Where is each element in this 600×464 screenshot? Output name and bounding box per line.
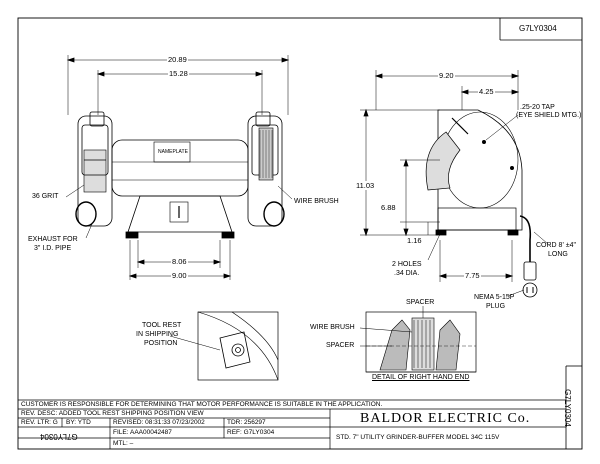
- label-tap-line1: .25-20 TAP: [520, 104, 555, 111]
- label-wire-brush-front: WIRE BRUSH: [294, 198, 339, 205]
- rev-ltr: REV. LTR: G: [21, 419, 58, 426]
- label-36-grit: 36 GRIT: [32, 193, 59, 200]
- label-nema-line1: NEMA 5-15P: [474, 294, 515, 301]
- ref-number: REF: G7LY0304: [227, 429, 275, 436]
- revised-date: REVISED: 08:31:33 07/23/2002: [113, 419, 205, 426]
- dim-6-88: 6.88: [380, 203, 397, 212]
- tool-rest-detail: [169, 311, 279, 381]
- rev-by: BY: YTD: [66, 419, 91, 426]
- dim-shaft-length: 15.28: [168, 69, 189, 78]
- tdr-number: TDR: 256297: [227, 419, 266, 426]
- tool-rest-line3: POSITION: [144, 340, 178, 347]
- dim-base-width: 9.00: [171, 271, 188, 280]
- label-exhaust-line1: EXHAUST FOR: [28, 236, 78, 243]
- label-holes-line1: 2 HOLES: [392, 261, 422, 268]
- right-hand-end-detail: [359, 306, 477, 373]
- label-cord-line1: CORD 8' ±4": [536, 242, 576, 249]
- material: MTL: –: [113, 440, 134, 447]
- dim-1-16: 1.16: [406, 236, 423, 245]
- front-view: [65, 55, 293, 280]
- dim-overall-width: 20.89: [167, 55, 188, 64]
- detail-caption: DETAIL OF RIGHT HAND END: [372, 374, 470, 381]
- dim-4-25: 4.25: [478, 87, 495, 96]
- dim-side-height: 11.03: [355, 181, 376, 190]
- spacer-label-top: SPACER: [406, 299, 435, 306]
- tool-rest-line1: TOOL REST: [142, 322, 182, 329]
- rev-desc: REV. DESC: ADDED TOOL REST SHIPPING POSI…: [21, 410, 204, 417]
- drawing-id-mirrored: G7LY0304: [40, 432, 78, 441]
- label-tap-line2: (EYE SHIELD MTG.): [516, 112, 582, 119]
- label-holes-line2: .34 DIA.: [394, 270, 420, 277]
- drawing-id-top: G7LY0304: [519, 24, 557, 33]
- label-nema-line2: PLUG: [486, 303, 506, 310]
- side-view: [360, 70, 549, 298]
- wire-brush-label-detail: WIRE BRUSH: [310, 324, 355, 331]
- dim-side-width: 9.20: [438, 71, 455, 80]
- label-exhaust-line2: 3" I.D. PIPE: [34, 245, 72, 252]
- spacer-label-left: SPACER: [326, 342, 355, 349]
- dim-7-75: 7.75: [464, 271, 481, 280]
- drawing-id-side: G7LY0304: [562, 389, 572, 427]
- product-description: STD. 7" UTILITY GRINDER-BUFFER MODEL 34C…: [336, 434, 500, 441]
- label-cord-line2: LONG: [548, 251, 568, 258]
- company-name: BALDOR ELECTRIC Co.: [360, 411, 531, 426]
- dim-base-holes: 8.06: [171, 257, 188, 266]
- tool-rest-line2: IN SHIPPING: [136, 331, 179, 338]
- title-block-lines: [18, 399, 566, 449]
- nameplate-label: NAMEPLATE: [158, 149, 188, 155]
- drawing-border: [17, 17, 583, 450]
- file-number: FILE: AAA00042487: [113, 429, 172, 436]
- customer-note: CUSTOMER IS RESPONSIBLE FOR DETERMINING …: [21, 401, 383, 408]
